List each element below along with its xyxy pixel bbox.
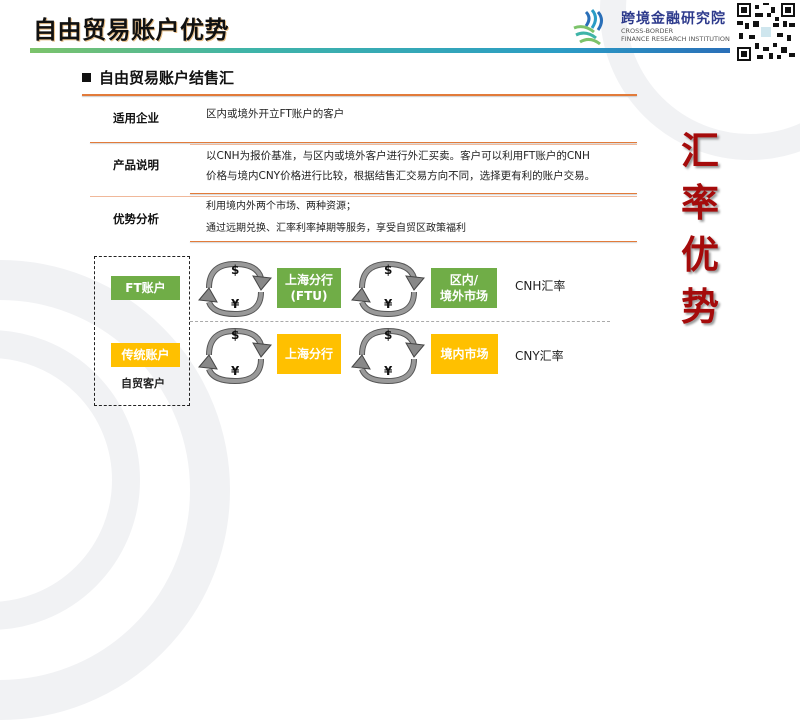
row-text-applicable: 区内或境外开立FT账户的客户 bbox=[206, 108, 345, 120]
row-text-description: 以CNH为报价基准，与区内或境外客户进行外汇买卖。客户可以利用FT账户的CNH … bbox=[206, 150, 596, 182]
yen-symbol: ¥ bbox=[231, 364, 240, 378]
page-title: 自由贸易账户优势 bbox=[33, 16, 229, 44]
side-title-rate-advantage: 汇 率 优 势 bbox=[680, 129, 719, 329]
client-label: 自贸客户 bbox=[121, 377, 165, 390]
cny-rate-label: CNY汇率 bbox=[515, 349, 564, 363]
domestic-market-block: 境内市场 bbox=[431, 334, 498, 374]
bullet-square-icon bbox=[82, 73, 91, 82]
yen-symbol: ¥ bbox=[384, 364, 393, 378]
section-title: 自由贸易账户结售汇 bbox=[99, 69, 235, 87]
client-group-box bbox=[94, 256, 190, 406]
title-underline bbox=[30, 48, 570, 53]
section-heading: 自由贸易账户结售汇 bbox=[82, 67, 234, 88]
exchange-cycle-icon bbox=[351, 327, 425, 385]
qr-code-icon[interactable] bbox=[737, 3, 795, 61]
row-divider bbox=[190, 193, 637, 194]
org-name-cn: 跨境金融研究院 bbox=[621, 11, 726, 27]
ft-account-block: FT账户 bbox=[111, 276, 180, 300]
exchange-cycle-icon bbox=[198, 260, 272, 318]
shanghai-branch-ftu-block: 上海分行 (FTU) bbox=[277, 268, 341, 308]
section-divider bbox=[82, 94, 637, 96]
row-label-applicable: 适用企业 bbox=[113, 111, 159, 125]
offshore-market-block: 区内/ 境外市场 bbox=[431, 268, 497, 308]
flow-separator bbox=[190, 321, 610, 322]
institute-logo-icon bbox=[573, 9, 603, 46]
shanghai-branch-block: 上海分行 bbox=[277, 334, 341, 374]
exchange-cycle-icon bbox=[351, 260, 425, 318]
dollar-symbol: $ bbox=[231, 328, 240, 342]
dollar-symbol: $ bbox=[231, 263, 240, 277]
row-divider bbox=[90, 142, 637, 143]
dollar-symbol: $ bbox=[384, 328, 393, 342]
exchange-cycle-icon bbox=[198, 327, 272, 385]
title-underline-right bbox=[560, 48, 730, 53]
yen-symbol: ¥ bbox=[231, 297, 240, 311]
row-divider bbox=[190, 144, 637, 145]
yen-symbol: ¥ bbox=[384, 297, 393, 311]
row-label-advantages: 优势分析 bbox=[113, 212, 159, 226]
row-divider bbox=[190, 241, 637, 242]
dollar-symbol: $ bbox=[384, 263, 393, 277]
cnh-rate-label: CNH汇率 bbox=[515, 279, 566, 293]
row-label-description: 产品说明 bbox=[113, 158, 159, 172]
row-text-advantages: 利用境内外两个市场、两种资源； 通过远期兑换、汇率利率掉期等服务，享受自贸区政策… bbox=[206, 201, 466, 234]
org-name-en: CROSS-BORDER FINANCE RESEARCH INSTITUTIO… bbox=[621, 27, 730, 43]
traditional-account-block: 传统账户 bbox=[111, 343, 180, 367]
row-divider bbox=[90, 196, 637, 197]
